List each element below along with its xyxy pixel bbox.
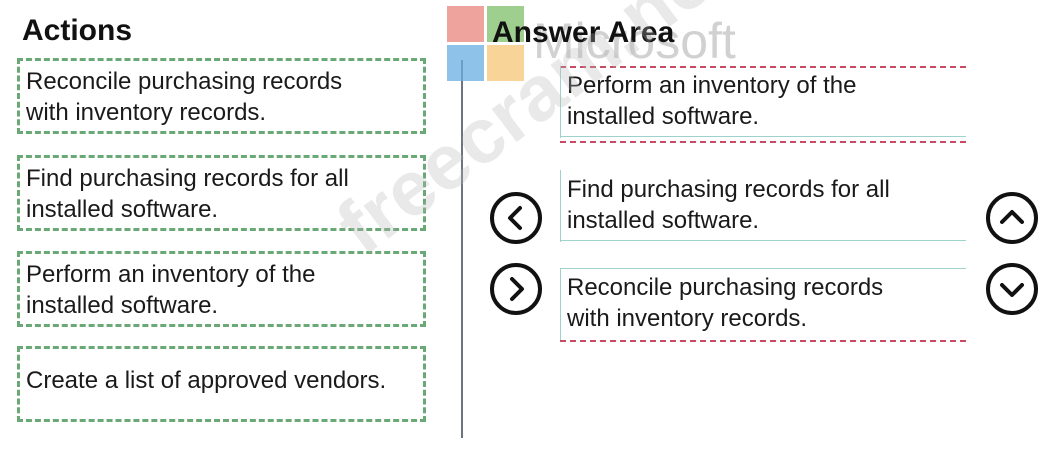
answer-item-top-border [560, 66, 966, 68]
answer-item-left-border [560, 170, 561, 242]
chevron-down-icon [1000, 283, 1024, 297]
answer-item-reconcile[interactable]: Reconcile purchasing records with invent… [560, 268, 966, 342]
answer-item-bottom-border [560, 136, 966, 137]
action-item-label: Reconcile purchasing records with invent… [26, 68, 343, 126]
microsoft-logo-watermark [447, 6, 527, 82]
answer-item-left-border [560, 268, 561, 342]
action-item-create-list[interactable]: Create a list of approved vendors. [17, 346, 426, 422]
answer-item-label: Reconcile purchasing records with invent… [567, 274, 884, 332]
column-divider [461, 60, 463, 438]
answer-item-find-purchasing[interactable]: Find purchasing records for all installe… [560, 170, 966, 242]
chevron-right-icon [510, 277, 524, 301]
action-item-label: Perform an inventory of the installed so… [26, 261, 316, 319]
microsoft-logo-text: Microsoft [533, 13, 736, 69]
answer-item-perform-inventory[interactable]: Perform an inventory of the installed so… [560, 66, 966, 143]
chevron-up-icon [1000, 210, 1024, 224]
move-down-button[interactable] [986, 263, 1038, 315]
move-up-button[interactable] [986, 192, 1038, 244]
answer-area-heading: Answer Area [492, 16, 675, 49]
answer-item-label: Perform an inventory of the installed so… [567, 72, 857, 130]
action-item-reconcile[interactable]: Reconcile purchasing records with invent… [17, 58, 426, 134]
action-item-find-purchasing[interactable]: Find purchasing records for all installe… [17, 155, 426, 231]
answer-item-top-border [560, 268, 966, 269]
action-item-perform-inventory[interactable]: Perform an inventory of the installed so… [17, 251, 426, 327]
action-item-label: Find purchasing records for all installe… [26, 165, 349, 223]
chevron-left-icon [508, 206, 522, 230]
answer-item-bottom-border [560, 240, 966, 241]
answer-item-label: Find purchasing records for all installe… [567, 176, 890, 234]
action-item-label: Create a list of approved vendors. [26, 367, 387, 394]
move-left-button[interactable] [490, 192, 542, 244]
answer-item-left-border [560, 66, 561, 138]
answer-item-bottom-border [560, 340, 966, 342]
answer-item-separator [560, 141, 966, 143]
actions-heading: Actions [22, 14, 133, 47]
move-right-button[interactable] [490, 263, 542, 315]
